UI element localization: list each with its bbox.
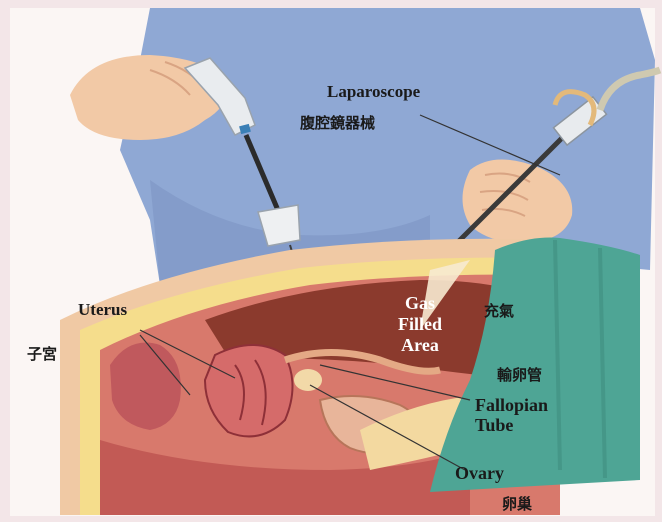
ovary-shape (294, 369, 322, 391)
ovary-label: Ovary (455, 463, 504, 484)
fallopian-label-line2: Tube (475, 415, 548, 435)
gas-label-line1: Gas (398, 293, 442, 314)
gas-label-zh: 充氣 (484, 300, 514, 321)
gas-label-line2: Filled (398, 314, 442, 335)
gas-filled-area-label: Gas Filled Area (398, 293, 442, 356)
uterus-label: Uterus (78, 300, 127, 320)
fallopian-tube-label: Fallopian Tube (475, 395, 548, 435)
fallopian-label-zh: 輸卵管 (497, 364, 542, 385)
laparoscope-label: Laparoscope (327, 82, 420, 102)
ovary-label-zh: 卵巢 (502, 493, 532, 514)
fallopian-label-line1: Fallopian (475, 395, 548, 415)
laparoscope-label-zh: 腹腔鏡器械 (300, 112, 375, 133)
uterus-label-zh: 子宮 (27, 343, 57, 364)
gas-label-line3: Area (398, 335, 442, 356)
